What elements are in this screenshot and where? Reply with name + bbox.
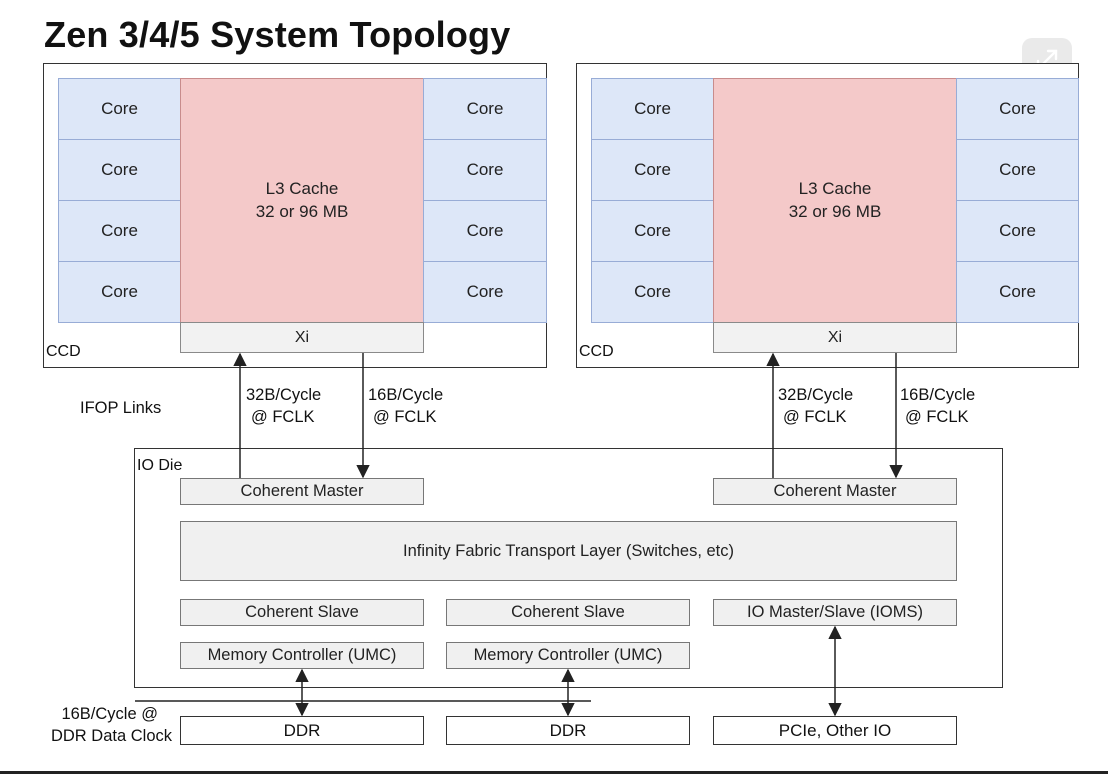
ccd-1-link-up-clock: @ FCLK	[783, 408, 847, 426]
ccd-0-core-left-3: Core	[58, 261, 181, 323]
coherent-slave-0: Coherent Slave	[180, 599, 424, 626]
ddr-rate-clock: DDR Data Clock	[50, 727, 172, 745]
ccd-0-link-up-rate: 32B/Cycle	[246, 386, 322, 404]
memory-controller-0: Memory Controller (UMC)	[180, 642, 424, 669]
ccd-0-link-down-rate: 16B/Cycle	[368, 386, 444, 404]
ccd-0-core-right-3: Core	[423, 261, 547, 323]
ccd-1-link-down-clock: @ FCLK	[905, 408, 969, 426]
ccd-0-link-up-clock: @ FCLK	[251, 408, 315, 426]
ddr-rate-label: 16B/Cycle @ DDR Data Clock	[36, 703, 172, 747]
ccd-1-core-left-0: Core	[591, 78, 714, 140]
ccd-1-link-down-label: 16B/Cycle @ FCLK	[900, 384, 975, 428]
ccd-0-core-right-2: Core	[423, 200, 547, 262]
ccd-1-xi: Xi	[713, 322, 957, 353]
ccd-1-core-right-0: Core	[956, 78, 1079, 140]
ccd-1-core-right-2: Core	[956, 200, 1079, 262]
ccd-0-core-left-0: Core	[58, 78, 181, 140]
ccd-0-core-right-0: Core	[423, 78, 547, 140]
ccd-1-l3-cache: L3 Cache 32 or 96 MB	[713, 78, 957, 323]
io-die-label: IO Die	[137, 457, 183, 474]
ccd-0-l3-size: 32 or 96 MB	[255, 202, 349, 221]
memory-controller-1: Memory Controller (UMC)	[446, 642, 690, 669]
ddr-1: DDR	[446, 716, 690, 745]
ccd-1-label: CCD	[579, 343, 614, 360]
ccd-1-link-down-rate: 16B/Cycle	[900, 386, 976, 404]
bottom-rule	[0, 771, 1108, 774]
coherent-slave-1: Coherent Slave	[446, 599, 690, 626]
ccd-1-core-right-3: Core	[956, 261, 1079, 323]
ccd-0-l3-label: L3 Cache	[265, 179, 339, 198]
ccd-1-core-right-1: Core	[956, 139, 1079, 201]
ccd-0-link-down-label: 16B/Cycle @ FCLK	[368, 384, 443, 428]
io-master-slave: IO Master/Slave (IOMS)	[713, 599, 957, 626]
coherent-master-0: Coherent Master	[180, 478, 424, 505]
ccd-1-core-left-3: Core	[591, 261, 714, 323]
ccd-1-l3-size: 32 or 96 MB	[788, 202, 882, 221]
ccd-0-link-down-clock: @ FCLK	[373, 408, 437, 426]
ddr-0: DDR	[180, 716, 424, 745]
ccd-1-l3-label: L3 Cache	[798, 179, 872, 198]
pcie-other-io: PCIe, Other IO	[713, 716, 957, 745]
diagram-title: Zen 3/4/5 System Topology	[44, 14, 511, 55]
coherent-master-1: Coherent Master	[713, 478, 957, 505]
ccd-0-label: CCD	[46, 343, 81, 360]
ifop-links-label: IFOP Links	[80, 399, 162, 417]
ccd-1-link-up-label: 32B/Cycle @ FCLK	[778, 384, 853, 428]
ccd-0-link-up-label: 32B/Cycle @ FCLK	[246, 384, 321, 428]
ccd-0-core-right-1: Core	[423, 139, 547, 201]
ccd-0-xi: Xi	[180, 322, 424, 353]
ccd-0-l3-cache: L3 Cache 32 or 96 MB	[180, 78, 424, 323]
ddr-rate-value: 16B/Cycle @	[61, 705, 158, 723]
ccd-1-core-left-1: Core	[591, 139, 714, 201]
ccd-1-core-left-2: Core	[591, 200, 714, 262]
infinity-fabric-transport-layer: Infinity Fabric Transport Layer (Switche…	[180, 521, 957, 581]
ccd-1-link-up-rate: 32B/Cycle	[778, 386, 854, 404]
